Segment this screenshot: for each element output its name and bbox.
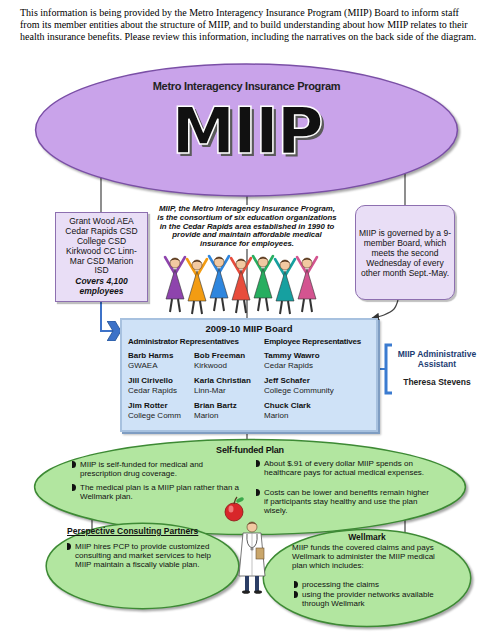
column-heading: Employee Representatives [264, 337, 361, 346]
member-name: Jill Cirivello [128, 376, 173, 385]
member-entity: GWAEA [128, 361, 157, 370]
people-figure [253, 256, 273, 311]
connector-line [100, 178, 101, 212]
intro-note: This information is being provided by th… [20, 7, 478, 43]
partner-heading: Wellmark [262, 532, 472, 542]
board-title: 2009-10 MIIP Board [122, 323, 376, 334]
member-entity: Cedar Rapids [264, 361, 313, 370]
partner-ellipse: WellmarkMIIP funds the covered claims an… [262, 528, 472, 628]
member-name: Chuck Clark [264, 401, 311, 410]
partner-ellipse: Perspective Consulting PartnersMIIP hire… [45, 522, 240, 610]
partner-bullet: processing the claims [302, 580, 452, 589]
connector-line [246, 432, 247, 439]
member-name: Jim Rotter [128, 401, 168, 410]
people-figure [165, 257, 185, 312]
member-name: Barb Harms [128, 351, 173, 360]
member-entity: Linn-Mar [194, 386, 226, 395]
member-entity: Kirkwood [194, 361, 227, 370]
connector-line [404, 520, 405, 533]
partner-heading: Perspective Consulting Partners [67, 526, 237, 536]
people-figure [275, 259, 295, 314]
people-figure [297, 257, 317, 312]
member-count: Covers 4,100 employees [64, 277, 140, 297]
assistant-title: MIIP Administrative Assistant [395, 349, 479, 369]
program-ellipse: Metro Interagency Insurance ProgramMIIP [33, 62, 460, 198]
governance-note: MIIP is governed by a 9-member Board, wh… [359, 228, 451, 278]
ellipse-shape [263, 530, 470, 627]
member-entity: College Community [264, 386, 334, 395]
people-figure [231, 258, 251, 313]
connector-line [404, 174, 405, 205]
governance-box: MIIP is governed by a 9-member Board, wh… [355, 205, 455, 300]
assistant-name: Theresa Stevens [395, 377, 479, 387]
members-box: Grant Wood AEA Cedar Rapids CSD College … [55, 212, 148, 302]
people-figure [187, 259, 207, 314]
board-box: 2009-10 MIIP BoardAdministrator Represen… [120, 318, 378, 432]
column-heading: Administrator Representatives [128, 337, 239, 346]
plan-bullet: MIIP is self-funded for medical and pres… [80, 460, 240, 478]
connector-line [101, 302, 120, 331]
program-description: MIIP, the Metro Interagency Insurance Pr… [156, 205, 338, 249]
partner-bullet: MIIP hires PCP to provide customized con… [75, 542, 220, 569]
program-title: Metro Interagency Insurance Program [33, 80, 460, 93]
partner-text: MIIP funds the covered claims and pays W… [292, 543, 452, 570]
ellipse-shape [46, 523, 239, 608]
member-entity: Marion [194, 411, 218, 420]
plan-heading: Self-funded Plan [32, 445, 468, 455]
member-entity: Marion [264, 411, 288, 420]
plan-ellipse: Self-funded PlanMIIP is self-funded for … [32, 438, 468, 536]
member-name: Tammy Wawro [264, 351, 320, 360]
connector-line [372, 300, 398, 318]
bracket-shape [386, 345, 392, 393]
program-acronym: MIIP [33, 98, 460, 164]
member-name: Karla Christian [194, 376, 251, 385]
plan-bullet: Costs can be lower and benefits remain h… [264, 488, 432, 515]
people-figure [209, 256, 229, 311]
plan-bullet: About $.91 of every dollar MIIP spends o… [264, 459, 432, 477]
member-list: Grant Wood AEA Cedar Rapids CSD College … [64, 217, 140, 276]
member-name: Brian Bartz [194, 401, 237, 410]
member-name: Jeff Schafer [264, 376, 310, 385]
assistant-bracket: MIIP Administrative AssistantTheresa Ste… [383, 343, 483, 395]
member-entity: College Comm [128, 411, 181, 420]
member-entity: Cedar Rapids [128, 386, 177, 395]
member-name: Bob Freeman [194, 351, 245, 360]
partner-bullet: using the provider networks available th… [302, 590, 442, 608]
plan-bullet: The medical plan is a MIIP plan rather t… [80, 483, 240, 501]
